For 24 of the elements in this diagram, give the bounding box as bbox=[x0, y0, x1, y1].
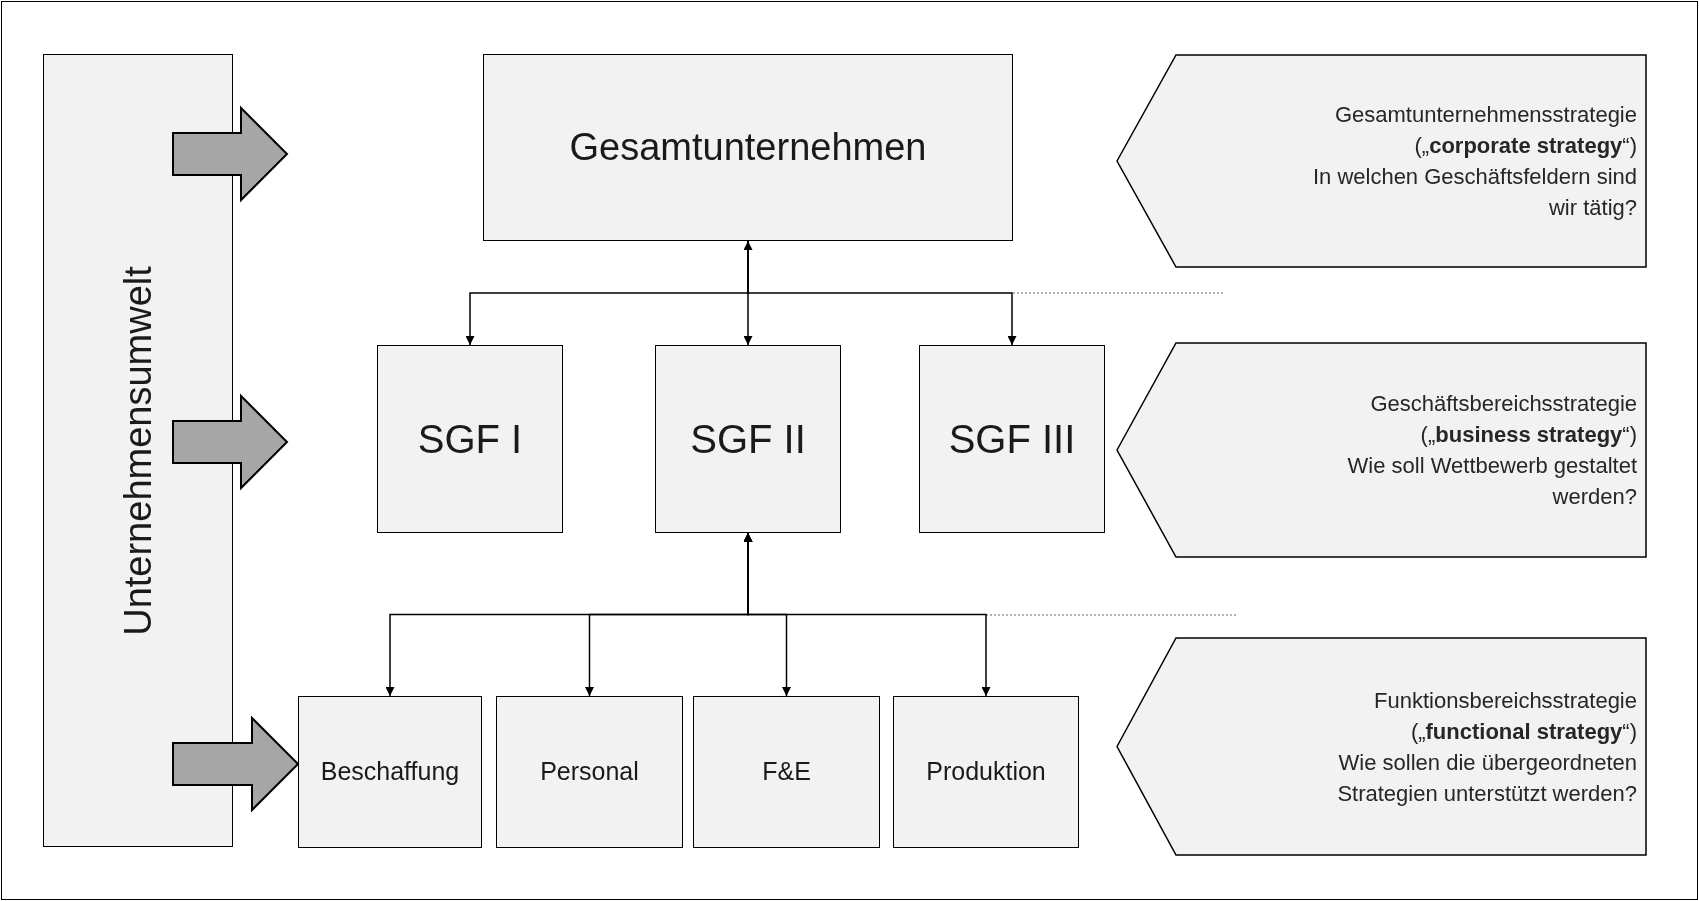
unit-box: SGF III bbox=[919, 345, 1105, 533]
unit-box: Produktion bbox=[893, 696, 1079, 848]
strategy-text: („functional strategy“) bbox=[1410, 717, 1637, 746]
strategy-text: Funktionsbereichsstrategie bbox=[1374, 686, 1637, 715]
unit-box: Personal bbox=[496, 696, 683, 848]
unit-box: SGF II bbox=[655, 345, 841, 533]
strategy-text: („business strategy“) bbox=[1420, 421, 1637, 449]
strategy-text: In welchen Geschäftsfeldern sind wir tätig? bbox=[1311, 163, 1637, 222]
strategy-text: Wie soll Wettbewerb gestaltet werden? bbox=[1346, 452, 1637, 511]
strategy-text: Wie sollen die übergeordneten Strategien unterstützt werden? bbox=[1336, 748, 1637, 808]
strategy-text: Gesamtunternehmensstrategie bbox=[1334, 101, 1637, 129]
block-arrow bbox=[172, 715, 300, 813]
unit-box: Beschaffung bbox=[298, 696, 482, 848]
block-arrow bbox=[172, 393, 289, 491]
connector-arrow bbox=[743, 532, 991, 697]
unit-box: F&E bbox=[693, 696, 880, 848]
block-arrow bbox=[172, 105, 289, 203]
connector-arrow bbox=[747, 240, 1017, 346]
unit-box: SGF I bbox=[377, 345, 563, 533]
environment-label: Unternehmensumwelt bbox=[115, 265, 160, 636]
strategy-text: („corporate strategy“) bbox=[1414, 132, 1637, 160]
environment-box bbox=[43, 54, 233, 847]
strategy-text: Geschäftsbereichsstrategie bbox=[1370, 390, 1637, 418]
unit-box: Gesamtunternehmen bbox=[483, 54, 1013, 241]
